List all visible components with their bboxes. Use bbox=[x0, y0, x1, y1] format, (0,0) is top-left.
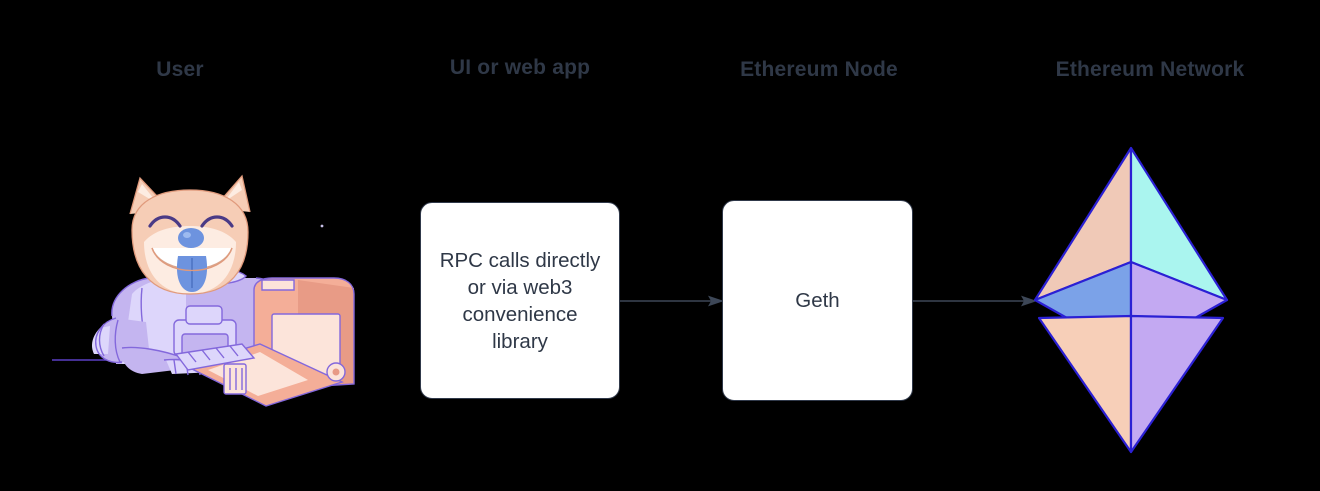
arrow-geth-to-network bbox=[913, 294, 1037, 307]
arrow-webapp-to-geth bbox=[620, 294, 724, 307]
ethereum-diamond-logo bbox=[1028, 142, 1234, 460]
shiba-inu-astronaut-at-computer-illustration: .fur { fill:#f6cdb6; } .furL { fill:#fde… bbox=[46, 168, 366, 410]
column-title-user: User bbox=[156, 58, 204, 81]
sparkle-dot bbox=[320, 224, 324, 228]
column-title-ethereum-network: Ethereum Network bbox=[1055, 58, 1245, 81]
doge-illustration-svg: .fur { fill:#f6cdb6; } .furL { fill:#fde… bbox=[52, 174, 355, 407]
ethereum-logo-svg bbox=[1033, 146, 1229, 454]
arrow-geth-to-network-svg bbox=[913, 295, 1037, 307]
node-webapp-rpc-calls[interactable]: RPC calls directly or via web3 convenien… bbox=[420, 202, 620, 399]
column-title-webapp: UI or web app bbox=[449, 56, 591, 79]
node-webapp-label: RPC calls directly or via web3 convenien… bbox=[439, 248, 601, 353]
node-geth[interactable]: Geth bbox=[722, 200, 913, 401]
eth-facet-bottom-left bbox=[1037, 314, 1133, 454]
eth-facet-bottom-right bbox=[1129, 314, 1225, 454]
column-title-ethereum-node: Ethereum Node bbox=[740, 58, 898, 81]
shiba-head bbox=[129, 174, 251, 295]
desktop-computer bbox=[174, 277, 355, 407]
arrow-webapp-to-geth-svg bbox=[620, 295, 724, 307]
node-geth-label: Geth bbox=[795, 289, 840, 312]
